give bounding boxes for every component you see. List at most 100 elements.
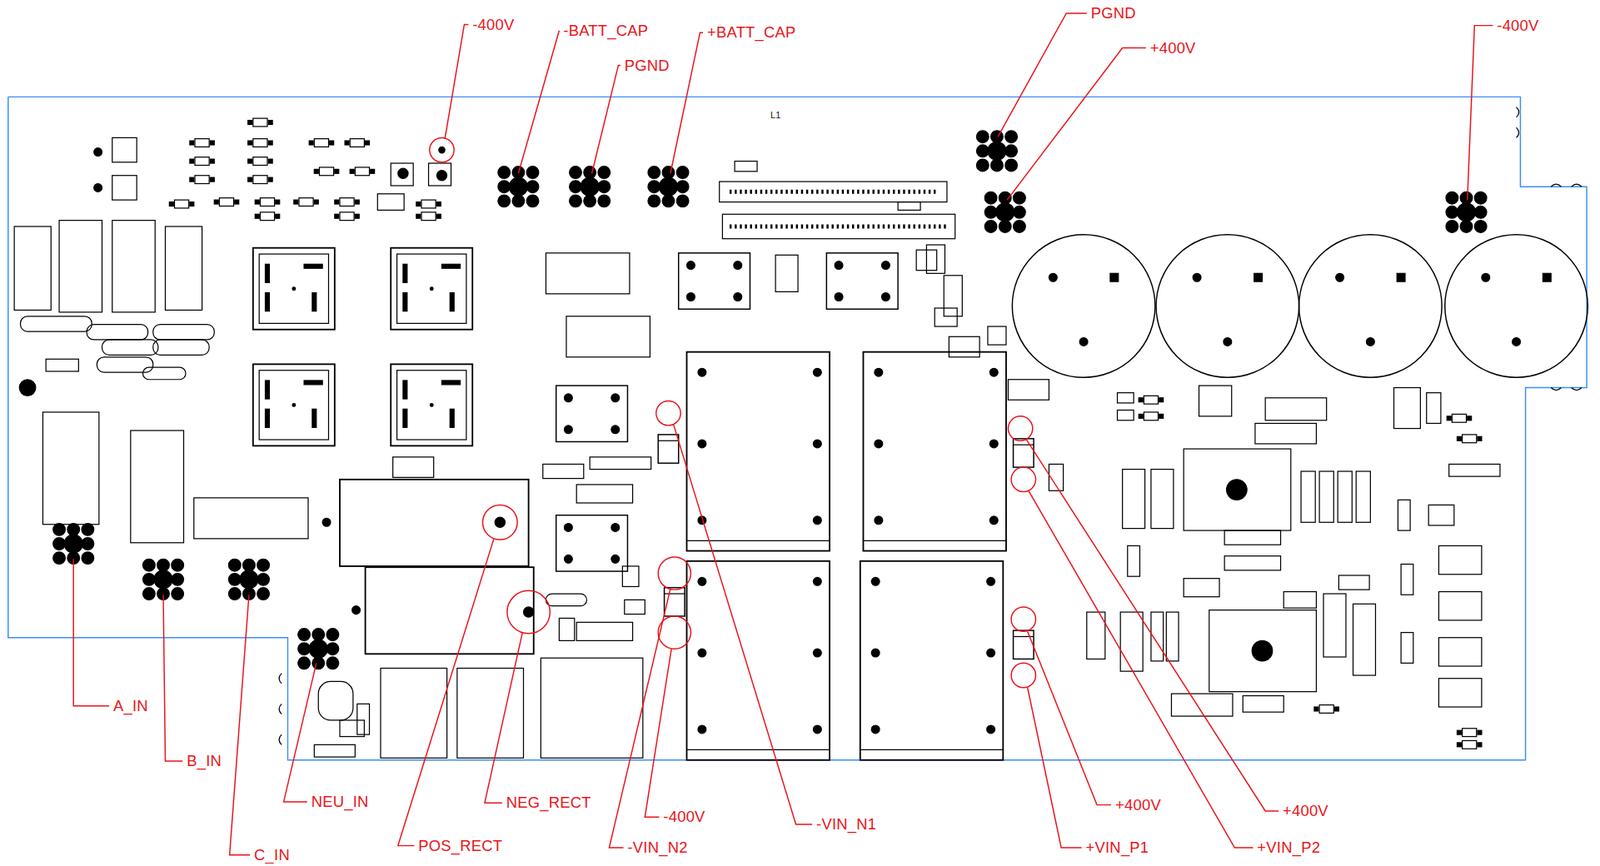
component [130,430,185,544]
component [984,191,1026,233]
signal-name: NEU_IN [311,792,369,812]
component [334,198,359,207]
component [164,226,202,310]
component [948,336,980,358]
component [976,130,1017,172]
component [1013,630,1035,659]
signal-name: -BATT_CAP [563,21,648,40]
component [416,199,441,209]
component [339,479,529,567]
component [1224,556,1281,571]
signal-name: POS_RECT [418,837,503,856]
leader-line [1028,490,1254,848]
component [569,166,611,208]
component [558,618,574,641]
component [556,515,629,572]
leader-line [284,662,317,803]
component [729,224,948,230]
component [438,146,445,153]
leader-line [1467,25,1494,200]
component [398,168,409,179]
component [1199,385,1232,417]
component [657,434,679,464]
component [334,212,359,221]
component [1400,633,1414,664]
component [1242,696,1284,713]
board-outline [279,107,1582,746]
component [540,657,643,758]
component [1166,612,1179,662]
signal-name: NEG_RECT [506,793,592,813]
component [1007,379,1049,401]
components [14,118,1588,761]
component [352,606,361,615]
component [1117,393,1135,404]
component [687,352,831,552]
component [576,484,633,504]
leader-line [673,424,813,825]
component [393,457,434,479]
component [1397,499,1411,531]
component [112,175,137,200]
part-label: L1 [770,109,782,120]
component [1337,471,1352,523]
leader-line [444,24,469,139]
component [589,457,652,470]
component [1209,610,1317,693]
component [248,157,273,166]
component [112,137,137,162]
component [729,189,939,195]
component [719,181,948,203]
component [96,357,153,373]
component [1299,234,1443,379]
component [566,316,650,358]
component [1338,575,1370,590]
component [53,523,95,564]
component [436,170,447,181]
leader-line [1026,439,1279,812]
component [169,199,194,209]
signal-name: -VIN_N1 [816,815,877,834]
callout-circle [482,504,518,540]
component [254,212,280,221]
component [94,184,103,193]
leader-line [229,594,251,855]
component [318,681,354,721]
callout-circle [657,557,691,590]
component [1456,740,1481,749]
leader-line [1027,631,1112,805]
component [1323,593,1346,658]
component [457,667,524,758]
signal-name: +400V [1282,802,1329,821]
component [253,363,335,446]
callout-circle [1011,662,1036,688]
component [309,139,334,148]
component [1353,603,1376,676]
component [1156,234,1300,379]
component [576,622,633,641]
component [897,202,921,211]
component [1255,423,1317,444]
signal-name: -400V [662,807,705,827]
signal-name: -400V [1496,16,1539,35]
signal-name: +400V [1150,39,1197,58]
component [1438,678,1481,708]
component [556,385,629,442]
component [1445,234,1589,379]
component [45,358,79,372]
component [194,498,309,539]
component [1446,413,1471,423]
component [545,253,629,295]
component [1426,393,1441,424]
component [647,166,689,208]
component [416,212,441,221]
component [1151,469,1174,529]
component [987,326,1007,345]
signal-name: C_IN [254,846,290,865]
component [153,324,215,340]
component [248,139,273,148]
component [494,517,505,528]
component [380,667,448,758]
signal-name: +VIN_P1 [1086,838,1150,858]
leader-line [398,538,494,847]
